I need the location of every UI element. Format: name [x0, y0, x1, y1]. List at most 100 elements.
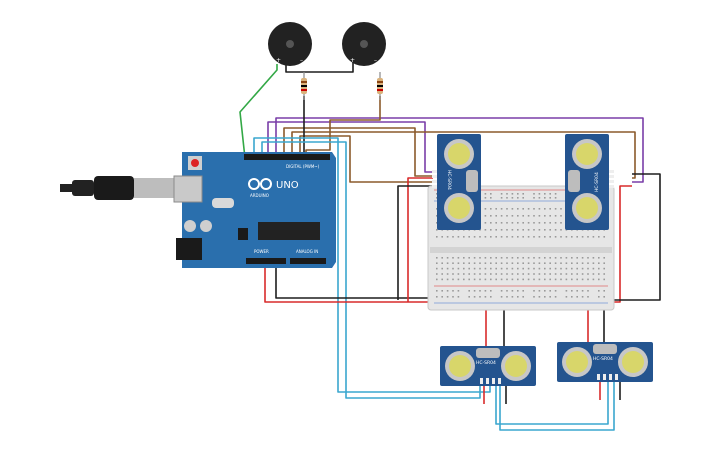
breadboard-hole [522, 236, 524, 238]
arduino-uno-board[interactable]: UNO ARDUINO DIGITAL (PWM~) POWER ANALOG … [173, 152, 336, 268]
breadboard-hole [538, 257, 541, 259]
wire-purple-1[interactable] [267, 121, 433, 173]
breadboard-hole [587, 262, 589, 264]
breadboard-hole [446, 267, 449, 270]
breadboard-hole [533, 273, 535, 275]
breadboard-hole [533, 257, 535, 259]
breadboard-hole [560, 257, 562, 259]
breadboard-hole [490, 262, 492, 264]
breadboard-hole [581, 236, 584, 238]
breadboard-hole [538, 278, 541, 281]
breadboard-hole [468, 267, 470, 270]
breadboard-hole [522, 296, 524, 298]
breadboard-hole [538, 229, 541, 231]
breadboard-hole [554, 290, 557, 292]
breadboard-hole [511, 273, 514, 275]
buzzer-left[interactable]: + – [268, 22, 312, 66]
breadboard-hole [457, 257, 460, 259]
wire-black-buzzer-link[interactable] [285, 62, 354, 73]
breadboard-hole [500, 296, 503, 298]
buzzer-right[interactable]: + – [342, 22, 386, 66]
breadboard-hole [517, 273, 519, 275]
resistor-left[interactable] [301, 72, 307, 100]
breadboard-hole [500, 197, 503, 199]
sensor-2-pins [609, 170, 614, 188]
breadboard-hole [533, 193, 535, 195]
breadboard-hole [441, 290, 443, 292]
wire-black-right-rail[interactable] [612, 173, 661, 301]
wire-red-right-rail[interactable] [612, 185, 632, 303]
breadboard-hole [500, 236, 503, 238]
breadboard-hole [533, 262, 535, 264]
ultrasonic-sensor-3[interactable]: HC-SR04 [440, 346, 536, 386]
breadboard-hole [495, 262, 497, 264]
breadboard-hole [511, 262, 514, 264]
breadboard-hole [484, 278, 487, 281]
breadboard-hole [506, 208, 508, 210]
arduino-logo [248, 178, 272, 190]
wire-purple-2[interactable] [275, 117, 644, 183]
breadboard-hole [527, 257, 530, 259]
breadboard-hole [436, 257, 438, 259]
uno-label: UNO [276, 180, 299, 191]
ultrasonic-sensor-2[interactable]: HC-SR04 [565, 134, 614, 230]
wire-brown-buzzer[interactable] [305, 96, 381, 160]
breadboard-hole [495, 222, 497, 224]
breadboard-hole [554, 222, 557, 224]
breadboard-hole [592, 278, 595, 281]
breadboard-hole [506, 236, 508, 238]
breadboard-hole [436, 215, 438, 217]
breadboard-hole [554, 193, 557, 195]
ultrasonic-sensor-1[interactable]: HC-SR04 [432, 134, 481, 230]
atmega-chip [258, 222, 320, 240]
wire-black-left-rail[interactable] [397, 185, 433, 300]
wire-cyan-3[interactable] [495, 382, 609, 425]
breadboard-hole [554, 278, 557, 281]
breadboard-hole [517, 236, 519, 238]
breadboard-hole [554, 267, 557, 270]
breadboard-hole [441, 262, 443, 264]
wire-red-left-rail[interactable] [407, 177, 433, 302]
breadboard-hole [484, 236, 487, 238]
breadboard-hole [538, 290, 541, 292]
breadboard-hole [544, 273, 546, 275]
breadboard-hole [533, 197, 535, 199]
breadboard-hole [560, 222, 562, 224]
breadboard-hole [517, 208, 519, 210]
wire-red-main[interactable] [264, 265, 436, 303]
breadboard-hole [484, 222, 487, 224]
breadboard-hole [560, 236, 562, 238]
ultrasonic-sensor-4[interactable]: HC-SR04 [557, 342, 653, 382]
crystal [212, 198, 234, 208]
breadboard-hole [587, 236, 589, 238]
wire-black-main[interactable] [275, 265, 436, 299]
breadboard-hole [576, 278, 578, 281]
breadboard-hole [581, 290, 584, 292]
breadboard-hole [576, 290, 578, 292]
breadboard-hole [533, 278, 535, 281]
wire-cyan-2[interactable] [261, 141, 481, 399]
breadboard-hole [581, 296, 584, 298]
breadboard-hole [549, 273, 551, 275]
breadboard-hole [549, 278, 551, 281]
breadboard-hole [527, 267, 530, 270]
breadboard-hole [587, 273, 589, 275]
power-label: POWER [254, 249, 269, 254]
breadboard-hole [560, 215, 562, 217]
breadboard-hole [495, 267, 497, 270]
breadboard-hole [436, 236, 438, 238]
sensor-3-pins [480, 378, 501, 384]
breadboard-hole [522, 229, 524, 231]
wire-cyan-4[interactable] [499, 382, 615, 431]
sensor-1-label: HC-SR04 [446, 170, 452, 190]
resistor-right[interactable] [377, 72, 383, 100]
breadboard-hole [490, 197, 492, 199]
breadboard-hole [436, 267, 438, 270]
breadboard-hole [522, 222, 524, 224]
wire-brown-3[interactable] [299, 135, 433, 183]
breadboard-hole [571, 262, 573, 264]
breadboard-hole [549, 290, 551, 292]
breadboard-hole [468, 273, 470, 275]
wire-cyan-1[interactable] [253, 137, 491, 393]
breadboard-hole [500, 193, 503, 195]
